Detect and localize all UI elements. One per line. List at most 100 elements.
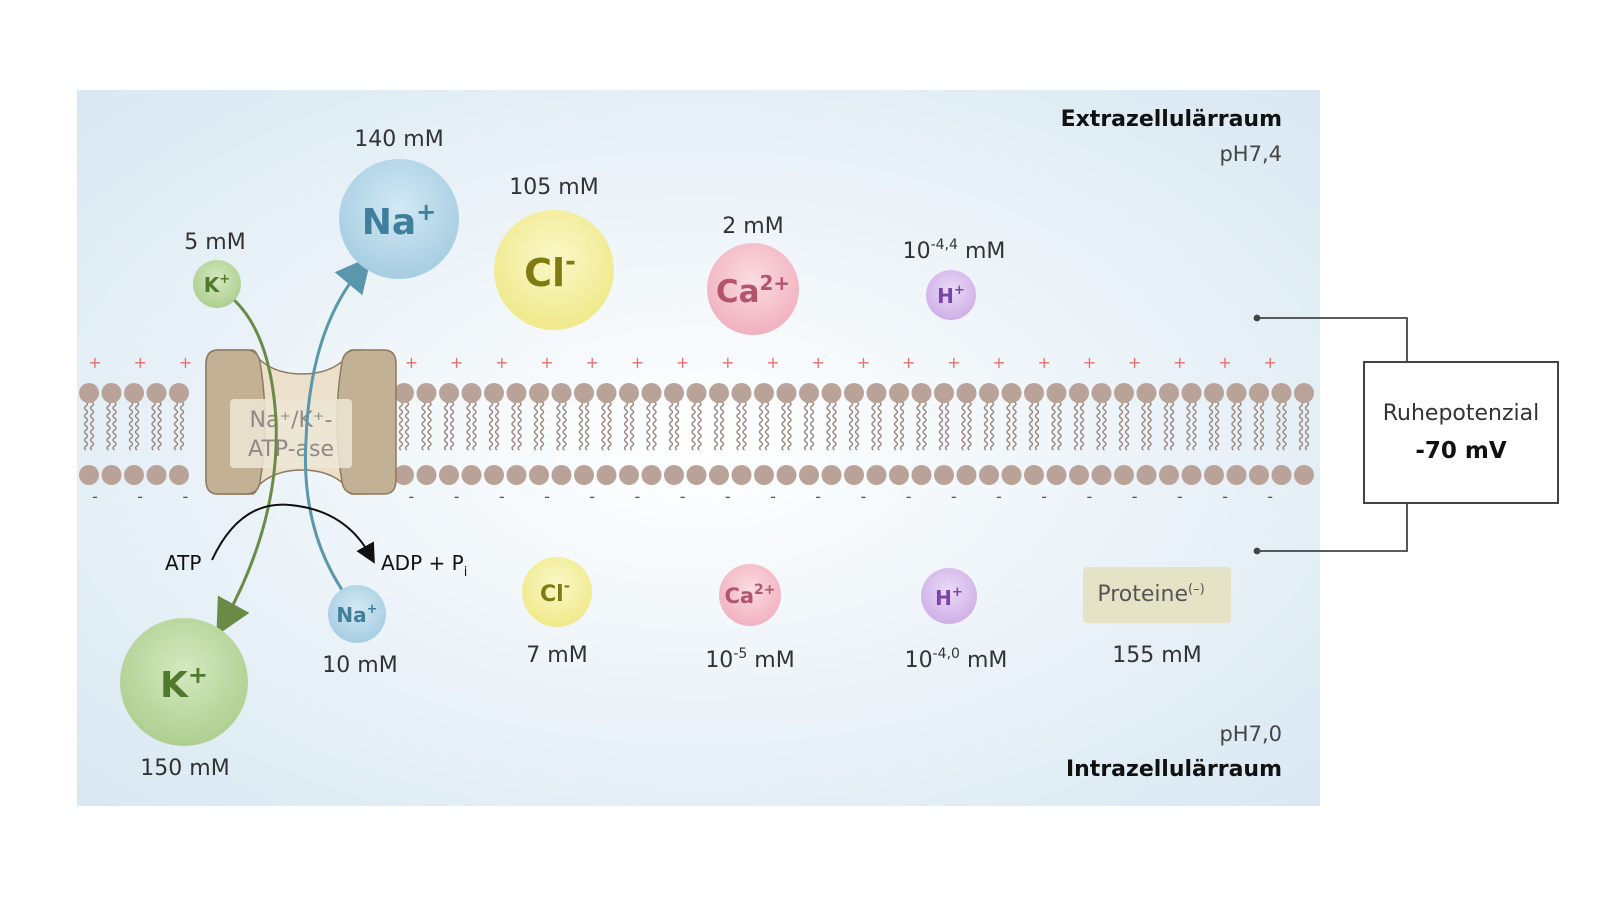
positive-charge: + [495, 353, 508, 372]
svg-text:Ca2+: Ca2+ [716, 271, 790, 310]
svg-text:Ca2+: Ca2+ [724, 582, 775, 608]
negative-charge: - [92, 487, 98, 506]
positive-charge: + [992, 353, 1005, 372]
phospholipid [1159, 383, 1179, 485]
positive-charge: + [540, 353, 553, 372]
negative-charge: - [951, 487, 957, 506]
positive-charge: + [811, 353, 824, 372]
negative-charge: - [861, 487, 867, 506]
membrane-charges: +-+-+-+-+-+-+-+-+-+-+-+-+-+-+-+-+-+-+-+-… [88, 353, 1277, 506]
phospholipid [101, 383, 122, 485]
positive-charge: + [676, 353, 689, 372]
phospholipid [709, 383, 729, 485]
ion-na-extra-charge: + [416, 198, 436, 226]
phospholipid [1294, 383, 1314, 485]
negative-charge: - [544, 487, 550, 506]
phospholipid [1069, 383, 1089, 485]
atp-label: ATP [165, 551, 201, 575]
phospholipid [596, 383, 617, 485]
ion-h-intra-conc-exp: -4,0 [933, 646, 960, 662]
negative-charge: - [906, 487, 912, 506]
intracellular-label: Intrazellulärraum [1066, 757, 1282, 782]
negative-charge: - [815, 487, 821, 506]
resting-potential-value: -70 mV [1415, 438, 1507, 464]
negative-charge: - [1222, 487, 1228, 506]
svg-text:K+: K+ [204, 272, 230, 297]
ion-ca-intra: Ca2+ [719, 564, 781, 626]
negative-charge: - [137, 487, 143, 506]
negative-charge: - [1132, 487, 1138, 506]
positive-charge: + [405, 353, 418, 372]
negative-charge: - [1087, 487, 1093, 506]
phospholipid [821, 383, 842, 485]
ion-h-intra-conc-unit: mM [960, 648, 1007, 673]
ion-ca-extra-symbol: Ca [716, 274, 760, 310]
ion-cl-intra-charge: - [564, 577, 570, 595]
positive-charge: + [721, 353, 734, 372]
positive-charge: + [450, 353, 463, 372]
ion-h-extra-conc-exp: -4,4 [931, 237, 958, 253]
phospholipid [79, 383, 99, 485]
phospholipid [1091, 383, 1112, 485]
phospholipid [574, 383, 594, 485]
positive-charge: + [947, 353, 960, 372]
phospholipid [686, 383, 707, 485]
phospholipid [506, 383, 527, 485]
ion-k-extra-symbol: K [204, 273, 221, 297]
phospholipid [664, 383, 684, 485]
positive-charge: + [1218, 353, 1231, 372]
phospholipid [934, 383, 954, 485]
k-influx-arrow [216, 287, 278, 636]
ion-k-intra-conc: 150 mM [140, 756, 229, 781]
phospholipid [394, 383, 414, 485]
ion-ca-extra-conc: 2 mM [722, 214, 783, 239]
positive-charge: + [1263, 353, 1276, 372]
svg-text:H+: H+ [937, 283, 965, 308]
ion-ca-extra-charge: 2+ [759, 271, 790, 295]
proteine-conc: 155 mM [1112, 643, 1201, 668]
svg-text:10-5 mM: 10-5 mM [705, 646, 794, 673]
negative-charge: - [725, 487, 731, 506]
phospholipid [1271, 383, 1292, 485]
phospholipid [844, 383, 864, 485]
positive-charge: + [1128, 353, 1141, 372]
positive-charge: + [179, 353, 192, 372]
ion-cl-intra-conc: 7 mM [526, 643, 587, 668]
ion-k-extra-charge: + [219, 272, 230, 287]
ion-na-intra-conc: 10 mM [322, 653, 397, 678]
ion-cl-intra: Cl- [522, 557, 592, 627]
positive-charge: + [1173, 353, 1186, 372]
lipid-bilayer [79, 383, 1314, 485]
positive-charge: + [631, 353, 644, 372]
phospholipid [979, 383, 999, 485]
negative-charge: - [499, 487, 505, 506]
ion-na-extra-conc: 140 mM [354, 127, 443, 152]
phospholipid [1114, 383, 1134, 485]
svg-text:Cl-: Cl- [540, 577, 570, 607]
svg-text:ADP + Pi: ADP + Pi [381, 551, 467, 580]
svg-text:10-4,0 mM: 10-4,0 mM [905, 646, 1008, 673]
intracellular-ph: pH7,0 [1219, 722, 1282, 746]
adp-sub: i [464, 565, 468, 580]
proteine-label: Proteine [1097, 582, 1188, 607]
phospholipid [1204, 383, 1224, 485]
ion-na-extra: Na+ [339, 159, 459, 279]
phospholipid [416, 383, 437, 485]
negative-charge: - [1041, 487, 1047, 506]
ion-cl-extra-conc: 105 mM [509, 175, 598, 200]
phospholipid [529, 383, 549, 485]
phospholipid [169, 383, 189, 485]
positive-charge: + [88, 353, 101, 372]
ion-k-extra-conc: 5 mM [184, 230, 245, 255]
svg-text:10-4,4 mM: 10-4,4 mM [903, 237, 1006, 264]
positive-charge: + [585, 353, 598, 372]
phospholipid [1001, 383, 1022, 485]
phospholipid [146, 383, 167, 485]
resting-potential-box: Ruhepotenzial -70 mV [1363, 361, 1559, 504]
ion-cl-extra-symbol: Cl [524, 251, 565, 295]
na-k-atpase-pump: Na⁺/K⁺- ATP-ase [205, 349, 397, 495]
positive-charge: + [133, 353, 146, 372]
phospholipid [731, 383, 752, 485]
adp-label: ADP + P [381, 551, 464, 575]
